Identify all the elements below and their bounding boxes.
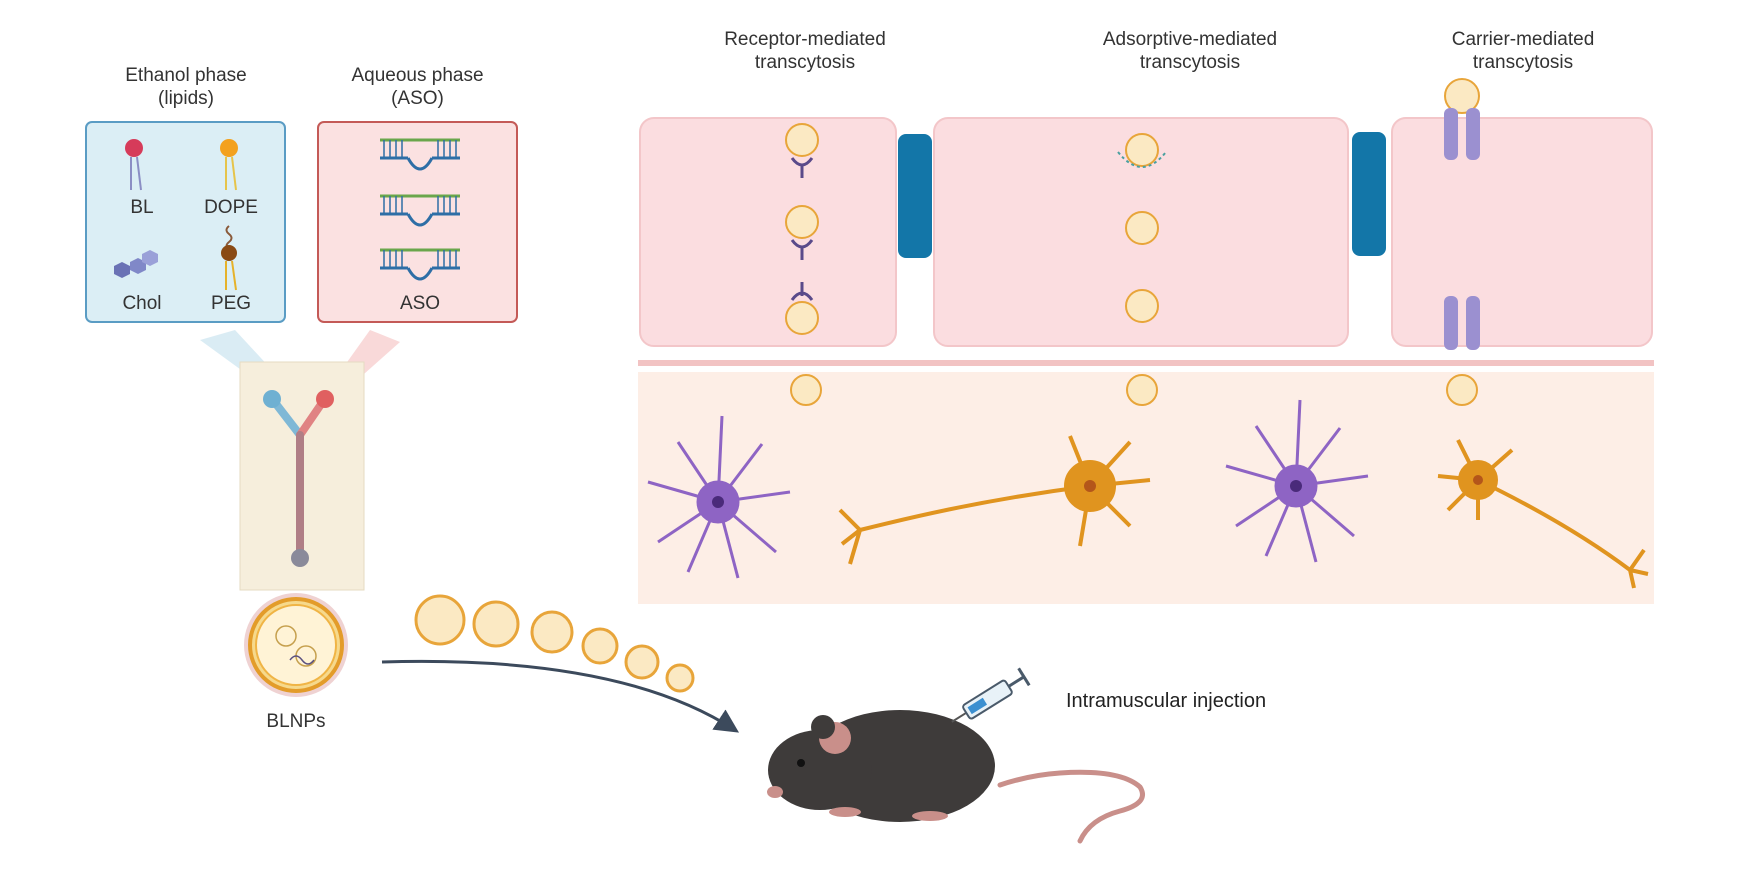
dope-lipid-icon: [220, 139, 238, 191]
adsorptive-charge-icon: [1117, 151, 1167, 168]
neuron-icon: [838, 435, 1151, 565]
adsorptive-vesicles: [1125, 133, 1159, 323]
transcytosis-label-line2: transcytosis: [1139, 52, 1241, 73]
transcytosis-label-carrier: Carrier-mediated transcytosis: [1438, 28, 1608, 74]
bl-label: BL: [130, 197, 154, 218]
neuron-icon: [1437, 439, 1649, 589]
aso-icon: [380, 138, 460, 171]
bl-lipid-icon: [125, 139, 143, 191]
transcytosis-label-receptor: Receptor-mediated transcytosis: [720, 28, 890, 74]
microfluidic-chip-icon: [239, 361, 365, 591]
transcytosis-label-line1: Receptor-mediated: [724, 29, 886, 50]
carrier-protein-icon: [1444, 108, 1480, 350]
injection-arrow: [381, 659, 740, 733]
nanoparticle-icon: [472, 600, 520, 648]
ethanol-phase-title: Ethanol phase (lipids): [100, 64, 272, 110]
ethanol-phase-title-line2: (lipids): [158, 88, 214, 109]
dope-label: DOPE: [204, 197, 258, 218]
peg-label: PEG: [210, 293, 252, 314]
receptor-vesicles: [785, 123, 819, 335]
brain-region: [638, 372, 1654, 604]
nanoparticle-icon: [581, 627, 619, 665]
injection-label: Intramuscular injection: [1066, 690, 1267, 712]
transcytosis-label-line1: Carrier-mediated: [1451, 29, 1595, 50]
chol-label: Chol: [122, 293, 162, 314]
tight-junction: [898, 134, 932, 258]
carrier-nanoparticle-icon: [1444, 78, 1480, 114]
blnp-large-icon: [244, 593, 348, 697]
transcytosis-label-line2: transcytosis: [754, 52, 856, 73]
nanoparticle-icon: [530, 610, 574, 654]
tight-junction: [1352, 132, 1386, 256]
endothelial-cell: [1391, 117, 1653, 347]
aqueous-phase-title-line1: Aqueous phase: [351, 65, 484, 86]
cholesterol-icon: [114, 250, 158, 278]
transcytosis-label-adsorptive: Adsorptive-mediated transcytosis: [1090, 28, 1290, 74]
nanoparticle-icon: [665, 663, 695, 693]
aqueous-phase-title: Aqueous phase (ASO): [330, 64, 505, 110]
transcytosis-label-line2: transcytosis: [1472, 52, 1574, 73]
aso-label: ASO: [399, 293, 441, 314]
basement-membrane: [638, 360, 1654, 366]
blnps-label: BLNPs: [266, 711, 326, 732]
peg-lipid-icon: [221, 225, 237, 291]
endothelial-cell: [639, 117, 897, 347]
astrocyte-icon: [647, 415, 791, 579]
ethanol-phase-title-line1: Ethanol phase: [125, 65, 247, 86]
astrocyte-icon: [1225, 399, 1369, 563]
aqueous-phase-title-line2: (ASO): [391, 88, 444, 109]
brain-nanoparticles: [790, 374, 1478, 406]
nanoparticle-icon: [414, 594, 466, 646]
aso-icon: [380, 248, 460, 281]
aqueous-phase-box: [317, 121, 518, 323]
nanoparticle-icon: [624, 644, 660, 680]
mouse-icon: [767, 710, 1145, 844]
aso-icon: [380, 194, 460, 227]
nanoparticle-trail: [414, 594, 695, 693]
transcytosis-label-line1: Adsorptive-mediated: [1102, 29, 1278, 50]
receptor-icon: [790, 157, 814, 301]
syringe-icon: [951, 667, 1031, 723]
